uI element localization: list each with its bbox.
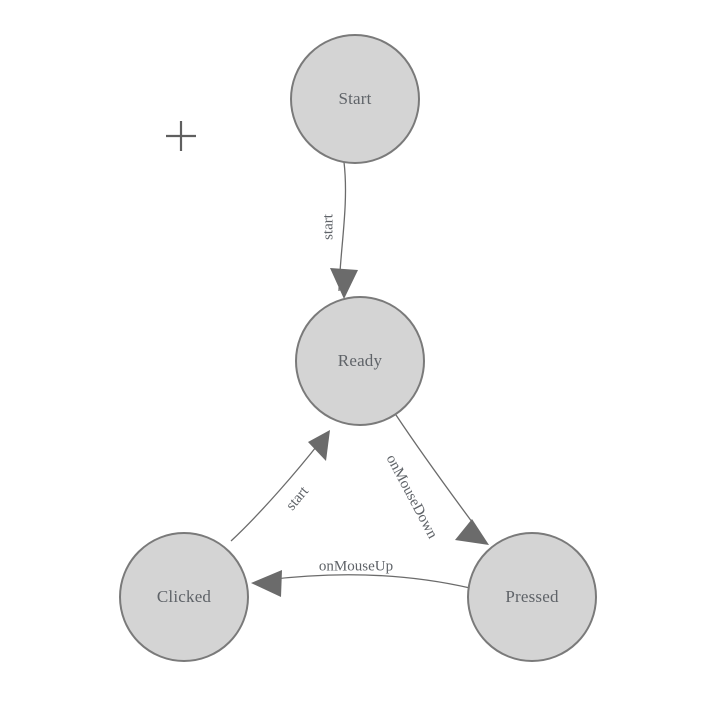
- edge-label-ready-to-pressed: onMouseDown: [383, 452, 441, 542]
- arrowhead-icon: [251, 570, 282, 597]
- node-pressed[interactable]: Pressed: [467, 532, 597, 662]
- node-label-clicked: Clicked: [157, 587, 212, 606]
- node-start[interactable]: Start: [290, 34, 420, 164]
- node-ready[interactable]: Ready: [295, 296, 425, 426]
- arrowhead-icon: [330, 268, 358, 299]
- node-shape-start[interactable]: [290, 34, 420, 164]
- edge-clicked-to-ready[interactable]: start: [230, 430, 330, 542]
- edge-label-start-to-ready: start: [320, 213, 336, 240]
- node-label-ready: Ready: [338, 351, 383, 370]
- edge-pressed-to-clicked[interactable]: onMouseUp: [251, 558, 471, 597]
- arrowhead-icon: [308, 430, 330, 461]
- edge-ready-to-pressed[interactable]: onMouseDown: [383, 414, 489, 545]
- node-shape-pressed[interactable]: [467, 532, 597, 662]
- node-label-pressed: Pressed: [505, 587, 559, 606]
- edge-label-clicked-to-ready: start: [283, 483, 312, 514]
- edge-path-ready-to-pressed: [395, 414, 479, 531]
- node-shape-clicked[interactable]: [119, 532, 249, 662]
- edge-path-pressed-to-clicked: [265, 574, 471, 589]
- node-clicked[interactable]: Clicked: [119, 532, 249, 662]
- edge-path-clicked-to-ready: [230, 441, 321, 542]
- plus-marker-icon[interactable]: [166, 121, 196, 151]
- edge-start-to-ready[interactable]: start: [320, 161, 358, 299]
- edge-label-pressed-to-clicked: onMouseUp: [319, 558, 393, 574]
- node-layer: Start Ready Clicked Pressed: [119, 34, 597, 662]
- arrowhead-icon: [455, 519, 489, 545]
- node-label-start: Start: [338, 89, 371, 108]
- node-shape-ready[interactable]: [295, 296, 425, 426]
